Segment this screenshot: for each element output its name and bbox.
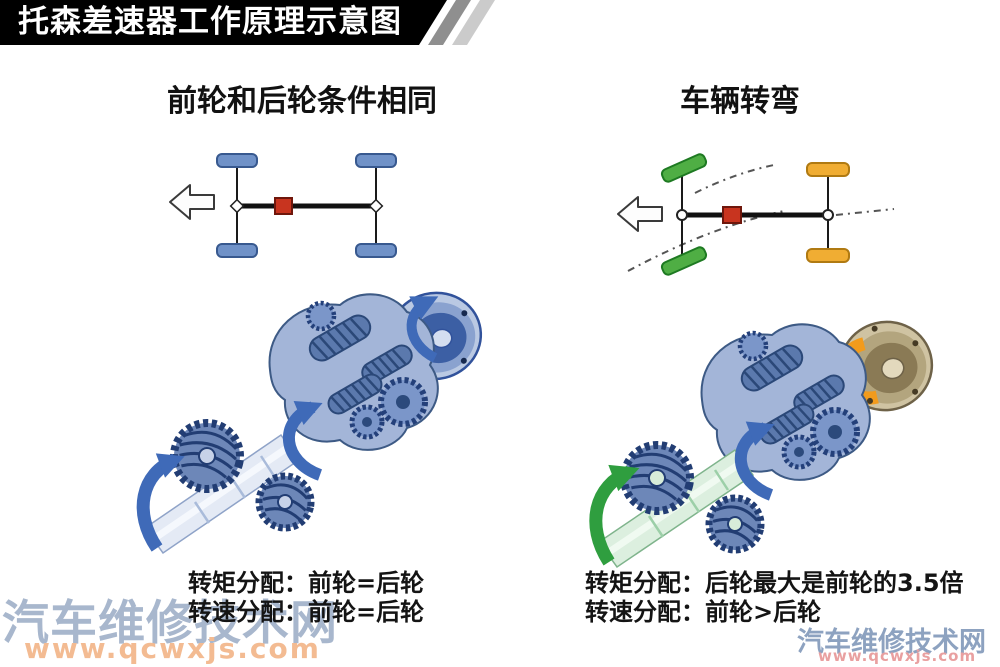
page-title: 托森差速器工作原理示意图 [18,4,402,40]
front-axle [216,153,258,258]
helical-gear-small [255,472,315,532]
rear-right-wheel [355,243,397,258]
front-left-wheel [216,153,258,168]
rotation-arrow-icon-blue [734,421,775,501]
watermark-site-name-left: 汽车维修技术网 [2,596,338,651]
rear-axle [355,153,397,258]
watermark-url-right: www.qcwxjs.com [818,647,977,665]
straight-chassis-schematic [169,153,397,258]
rear-axle-joint [368,198,384,214]
speed-distribution-label: 转速分配：前轮=后轮 [188,598,425,626]
spur-gear [378,377,428,427]
direction-arrow-icon [617,196,663,232]
worm-gear [327,373,383,415]
turn-path-arcs [627,164,895,272]
front-axle [660,153,708,276]
watermark-url-left: www.qcwxjs.com [24,632,321,665]
front-axle-joint [229,198,245,214]
spur-gear [781,434,817,470]
center-differential-marker [722,206,742,224]
front-axle-joint [676,209,688,221]
rear-left-wheel [806,162,850,177]
direction-arrow-icon [169,184,215,220]
spur-gear [737,330,769,362]
worm-gear [308,314,372,362]
torsen-differential-render-turning [589,320,934,569]
steered-front-left-wheel [660,153,708,183]
rotation-arrow-icon-green [589,464,640,566]
rotation-arrow-icon [136,296,439,552]
right-panel-title: 车辆转弯 [680,84,800,119]
rear-axle-joint [822,209,834,221]
title-banner [0,0,447,45]
left-captions: 转矩分配：前轮=后轮 转速分配：前轮=后轮 [188,569,424,627]
rear-left-wheel [355,153,397,168]
rear-right-wheel [806,248,850,263]
spur-gear [810,407,860,457]
center-differential-marker [274,197,293,215]
rear-axle [806,162,850,263]
steered-front-right-wheel [660,246,708,276]
watermark-site-name-right: 汽车维修技术网 [797,627,986,658]
worm-gear [740,344,804,392]
helical-gear-small [705,494,765,554]
speed-distribution-label: 转速分配：前轮>后轮 [585,598,822,626]
torsen-differential-render-equal [136,291,483,555]
spur-gear [305,300,337,332]
front-right-wheel [216,243,258,258]
left-panel-title: 前轮和后轮条件相同 [167,84,437,119]
turning-chassis-schematic [617,153,895,276]
right-captions: 转矩分配：后轮最大是前轮的3.5倍 转速分配：前轮>后轮 [585,569,964,627]
torque-distribution-label: 转矩分配：前轮=后轮 [188,569,425,597]
spur-gear [349,404,385,440]
helical-gear-large [170,419,244,493]
torque-distribution-label: 转矩分配：后轮最大是前轮的3.5倍 [585,569,964,597]
bolt-holes [845,325,919,404]
